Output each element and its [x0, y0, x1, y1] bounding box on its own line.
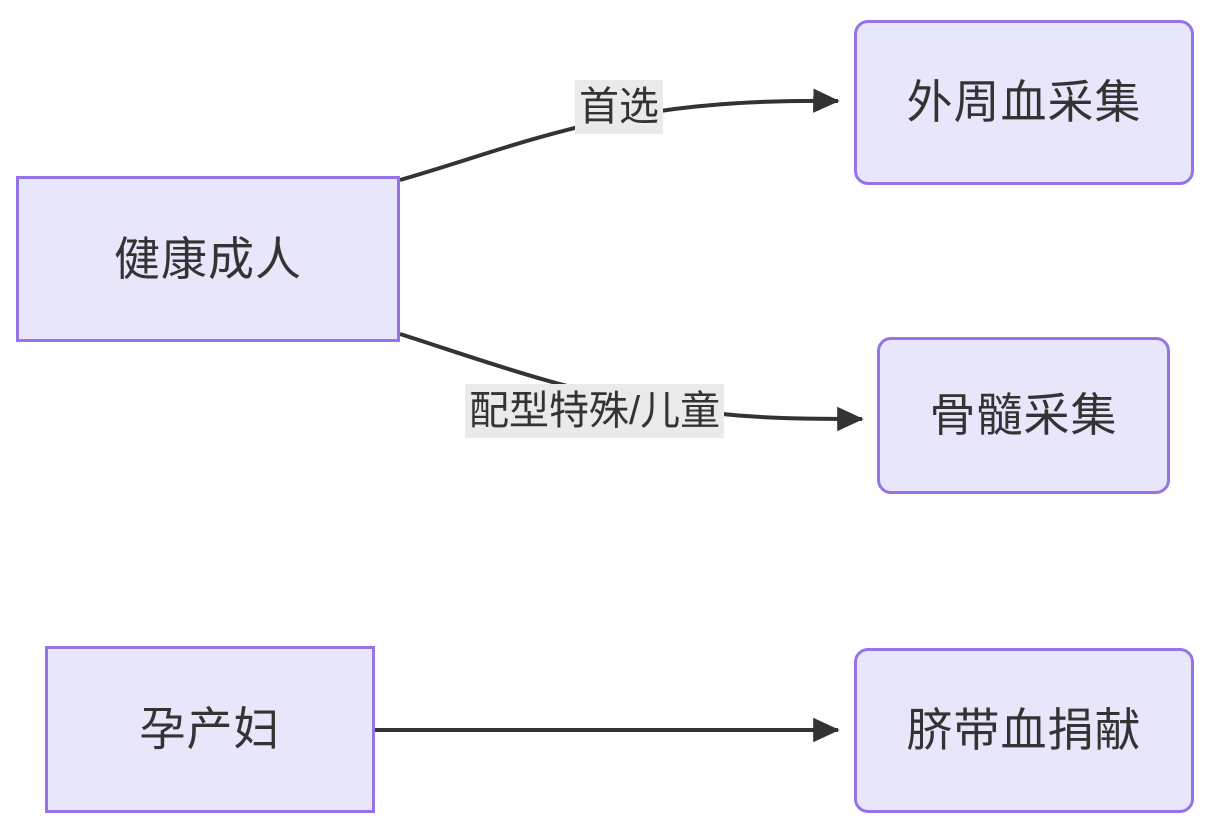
edge-label-first-choice: 首选 [575, 80, 663, 134]
node-peripheral-blood-collection-label: 外周血采集 [906, 76, 1142, 129]
node-pregnant-woman-label: 孕产妇 [139, 703, 281, 756]
edge-label-special-match-or-child: 配型特殊/儿童 [465, 384, 725, 438]
node-pregnant-woman[interactable]: 孕产妇 [45, 646, 375, 813]
node-bone-marrow-collection-label: 骨髓采集 [929, 389, 1118, 442]
node-cord-blood-donation-label: 脐带血捐献 [906, 704, 1142, 757]
node-cord-blood-donation[interactable]: 脐带血捐献 [854, 648, 1194, 813]
node-healthy-adult-label: 健康成人 [114, 232, 302, 285]
node-peripheral-blood-collection[interactable]: 外周血采集 [854, 20, 1194, 185]
node-healthy-adult[interactable]: 健康成人 [16, 176, 400, 342]
node-bone-marrow-collection[interactable]: 骨髓采集 [877, 337, 1170, 494]
